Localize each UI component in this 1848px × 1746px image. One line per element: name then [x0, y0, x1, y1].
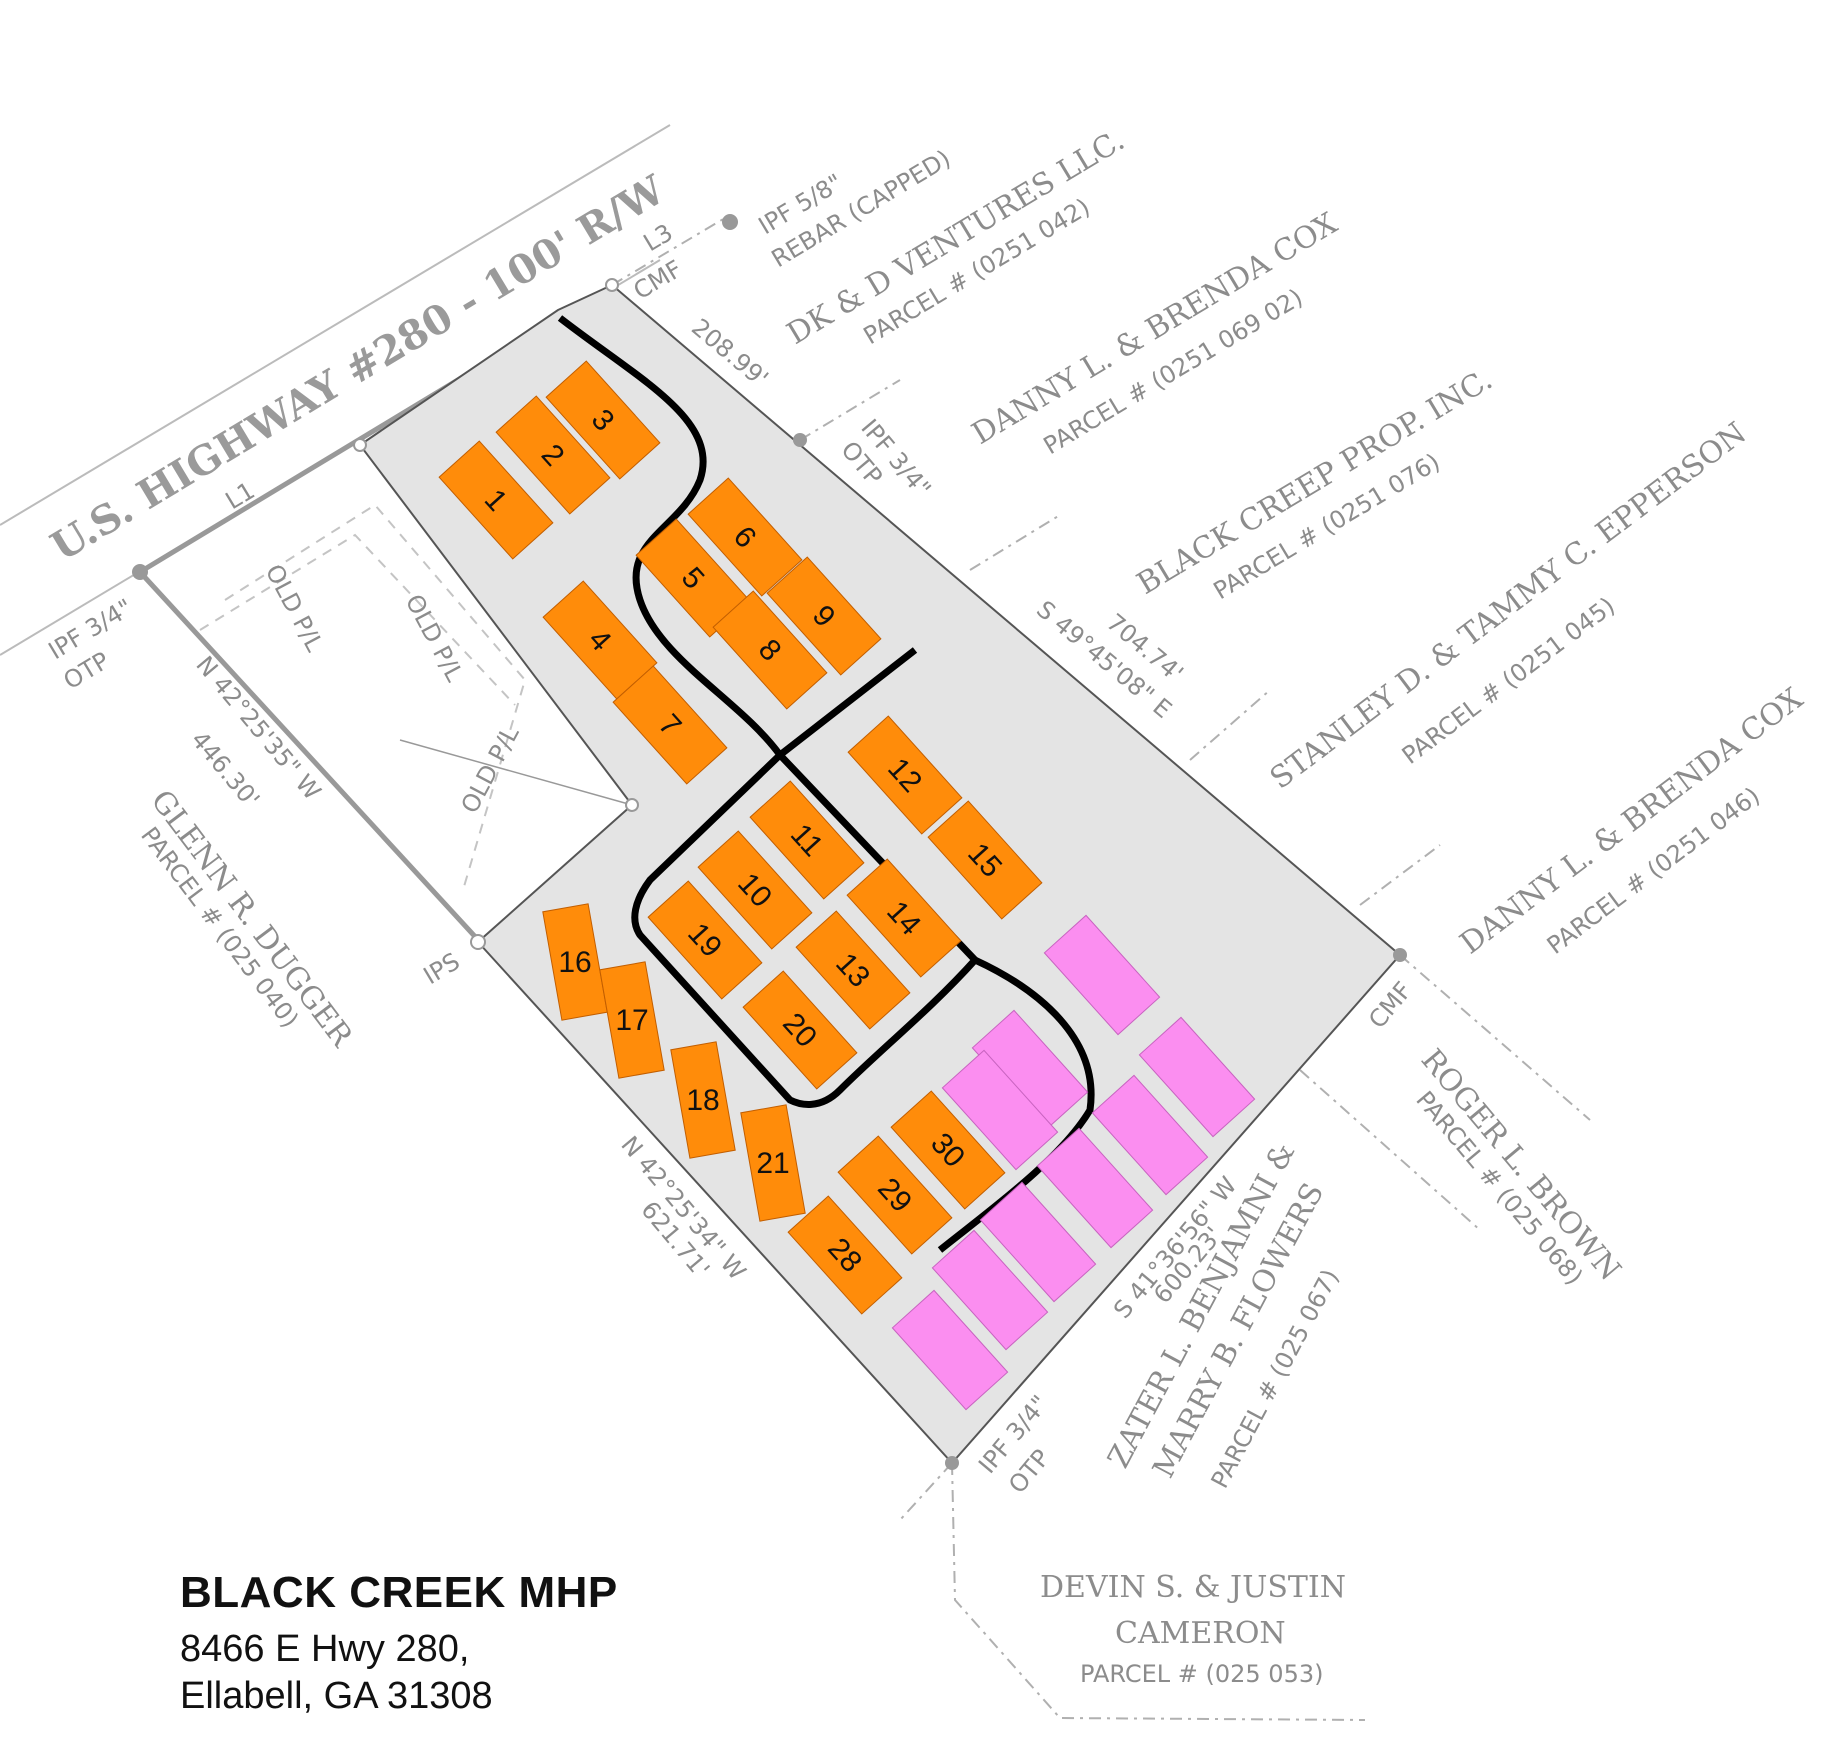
- park-name: BLACK CREEK MHP: [180, 1568, 618, 1617]
- lot-17[interactable]: 17: [599, 961, 665, 1079]
- lot-4[interactable]: 4: [542, 580, 658, 700]
- future-lot: [891, 1289, 1009, 1411]
- future-lot: [1091, 1074, 1209, 1196]
- parcel-line-benjamni: [1299, 1069, 1481, 1231]
- lot-10[interactable]: 10: [697, 830, 813, 950]
- future-lot: [941, 1049, 1059, 1171]
- lot-12[interactable]: 12: [847, 715, 963, 835]
- parcel-line-cox2: [1359, 844, 1441, 906]
- lot-30[interactable]: 30: [890, 1090, 1006, 1210]
- owner-cameron-parcel: PARCEL # (025 053): [1080, 1660, 1323, 1688]
- future-lot: [1138, 1016, 1256, 1138]
- parcel-line-bottom-left: [899, 1462, 953, 1521]
- lot-20[interactable]: 20: [742, 970, 858, 1090]
- address-line-2: Ellabell, GA 31308: [180, 1675, 493, 1717]
- old-pl-label-1: OLD P/L: [260, 560, 329, 657]
- future-lots: [891, 914, 1256, 1411]
- lot-28[interactable]: 28: [787, 1195, 903, 1315]
- ipf-34-left-point: [132, 564, 148, 580]
- ipf-34-bottom-point: [945, 1456, 959, 1470]
- lot-2[interactable]: 2: [495, 395, 611, 515]
- lot-7[interactable]: 7: [612, 665, 728, 785]
- future-lot: [1043, 914, 1161, 1036]
- old-pl-label-3: OLD P/L: [456, 721, 525, 818]
- svg-text:17: 17: [615, 1004, 648, 1037]
- svg-text:16: 16: [558, 946, 591, 979]
- old-pl-arrow: [399, 739, 633, 806]
- road-loop: [631, 752, 980, 1108]
- lot-1[interactable]: 1: [438, 440, 554, 560]
- l1-label: L1: [221, 476, 260, 515]
- highway-row-line-top: [0, 124, 671, 526]
- owner-cameron-name2: CAMERON: [1115, 1616, 1286, 1651]
- l3-label: L3: [639, 218, 678, 257]
- old-property-line-2: [199, 533, 516, 706]
- lot-15[interactable]: 15: [927, 800, 1043, 920]
- lot-13[interactable]: 13: [795, 910, 911, 1030]
- lot-21[interactable]: 21: [740, 1104, 806, 1222]
- ips-label: IPS: [419, 947, 465, 990]
- parcel-line-epperson: [1189, 689, 1271, 761]
- svg-text:18: 18: [686, 1084, 719, 1117]
- parcel-line-dk: [611, 214, 731, 286]
- bearing-left-1: N 42°25'35" W: [190, 651, 326, 806]
- road-north: [557, 315, 783, 758]
- ipf-58-point: [722, 214, 738, 230]
- jog-point: [625, 798, 639, 812]
- old-pl-label-2: OLD P/L: [400, 590, 469, 687]
- lot-16[interactable]: 16: [542, 903, 608, 1021]
- l1-point: [353, 438, 367, 452]
- ipf-34-mid-point: [793, 433, 807, 447]
- lot-19[interactable]: 19: [647, 880, 763, 1000]
- owner-dugger-name: GLENN R. DUGGER: [144, 784, 360, 1055]
- owner-blackcreep-name: BLACK CREEP PROP. INC.: [1131, 362, 1498, 602]
- cmf-top-point: [605, 278, 619, 292]
- lot-11[interactable]: 11: [749, 780, 865, 900]
- parcel-line-dugger: [138, 570, 482, 944]
- owner-cameron-name: DEVIN S. & JUSTIN: [1040, 1570, 1346, 1605]
- future-lot: [979, 1181, 1097, 1303]
- parcel-line-cameron: [951, 1462, 1366, 1721]
- future-lot: [1036, 1127, 1154, 1249]
- cmf-right-point: [1393, 948, 1407, 962]
- future-lot: [931, 1229, 1049, 1351]
- road-branch: [777, 647, 918, 758]
- lot-18[interactable]: 18: [670, 1041, 736, 1159]
- address-line-1: 8466 E Hwy 280,: [180, 1628, 470, 1670]
- parcel-line-blackcreep: [969, 514, 1061, 571]
- lot-9[interactable]: 9: [766, 556, 882, 676]
- lot-5[interactable]: 5: [635, 518, 751, 638]
- lot-29[interactable]: 29: [837, 1135, 953, 1255]
- owner-brown-name: ROGER L. BROWN: [1414, 1043, 1628, 1288]
- lots: 1 2 3 4 5 6 7 8 9 10 11 12 13 14 15 16 1…: [438, 360, 1043, 1315]
- lot-8[interactable]: 8: [712, 590, 828, 710]
- svg-text:21: 21: [756, 1147, 789, 1180]
- parcel-line-brown: [1399, 954, 1591, 1121]
- parcel-line-cox1: [799, 379, 901, 441]
- lot-6[interactable]: 6: [687, 477, 803, 597]
- ips-point: [470, 934, 486, 950]
- title-block: BLACK CREEK MHP 8466 E Hwy 280, Ellabell…: [180, 1568, 618, 1720]
- owner-cox2-name: DANNY L. & BRENDA COX: [1454, 681, 1810, 962]
- old-property-line-1: [224, 503, 527, 891]
- lot-3[interactable]: 3: [545, 360, 661, 480]
- lot-14[interactable]: 14: [846, 858, 962, 978]
